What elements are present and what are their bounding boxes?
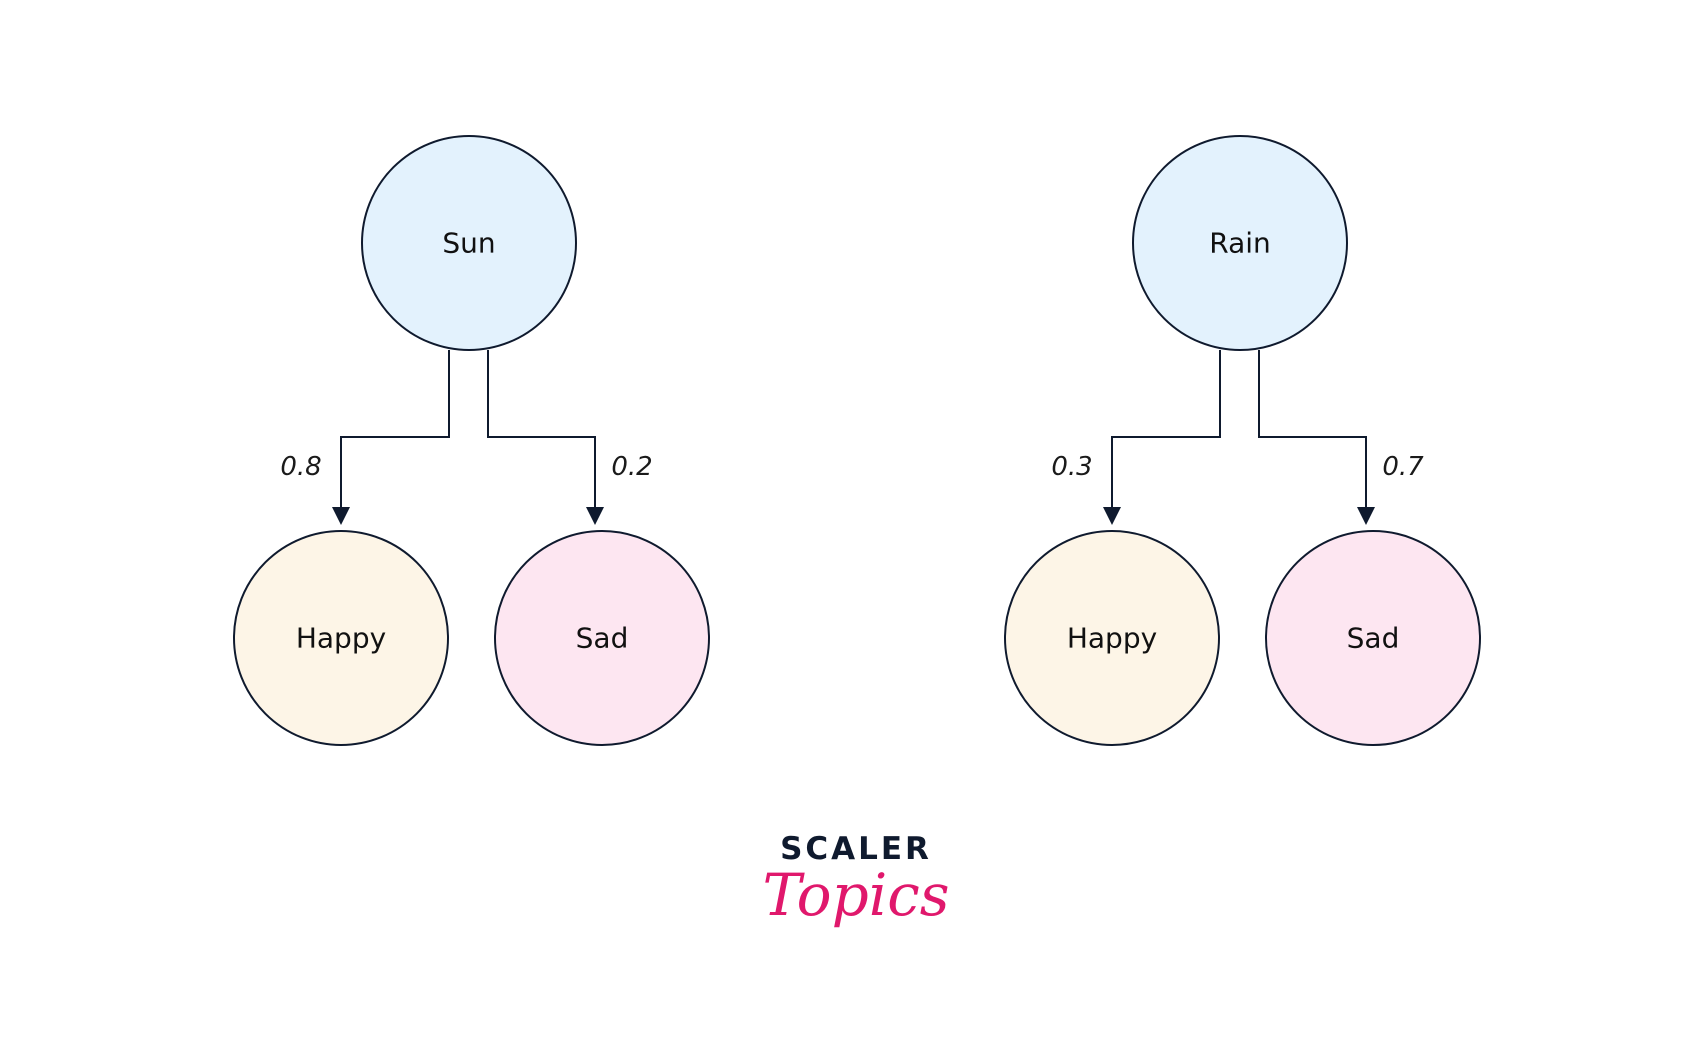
node-label: Rain bbox=[1209, 227, 1271, 260]
edge-probability: 0.7 bbox=[1382, 452, 1424, 482]
node-happy bbox=[233, 530, 449, 746]
node-sun bbox=[361, 135, 577, 351]
arrowhead-icon bbox=[1103, 507, 1121, 525]
tree-rain: Rain Happy Sad 0.3 0.7 bbox=[1004, 135, 1481, 746]
logo-line1: SCALER bbox=[780, 831, 932, 867]
node-label: Sun bbox=[442, 227, 495, 260]
scaler-topics-logo: SCALER Topics bbox=[762, 831, 949, 929]
arrowhead-icon bbox=[332, 507, 350, 525]
node-label: Happy bbox=[296, 622, 386, 655]
node-happy bbox=[1004, 530, 1220, 746]
tree-sun: Sun Happy Sad 0.8 0.2 bbox=[233, 135, 710, 746]
edge-sun-happy bbox=[340, 350, 450, 508]
node-label: Sad bbox=[1347, 622, 1400, 655]
logo-line2: Topics bbox=[762, 861, 949, 929]
node-label: Happy bbox=[1067, 622, 1157, 655]
edge-probability: 0.2 bbox=[611, 452, 652, 482]
arrowhead-icon bbox=[586, 507, 604, 525]
arrowhead-icon bbox=[1357, 507, 1375, 525]
node-label: Sad bbox=[576, 622, 629, 655]
node-sad bbox=[494, 530, 710, 746]
edge-probability: 0.8 bbox=[280, 452, 321, 482]
node-sad bbox=[1265, 530, 1481, 746]
edge-sun-sad bbox=[487, 350, 596, 508]
node-rain bbox=[1132, 135, 1348, 351]
edge-probability: 0.3 bbox=[1051, 452, 1092, 482]
edge-rain-sad bbox=[1258, 350, 1367, 508]
edge-rain-happy bbox=[1111, 350, 1221, 508]
